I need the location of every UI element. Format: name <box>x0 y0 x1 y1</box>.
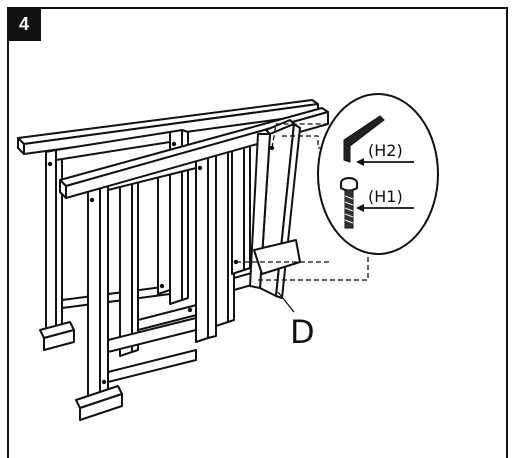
bolt-label: (H1) <box>368 187 403 206</box>
back-frame <box>39 129 189 351</box>
hex-key-icon <box>343 115 385 163</box>
front-frame <box>75 145 217 421</box>
hex-key-label: (H2) <box>368 141 403 160</box>
step-number-badge: 4 <box>7 7 41 41</box>
bolt-icon <box>340 177 358 229</box>
part-d-leader <box>277 291 295 313</box>
instruction-panel-frame <box>7 7 508 458</box>
dowel-holes <box>47 141 275 385</box>
hardware-callout: (H2) (H1) <box>317 93 439 255</box>
side-panel-d <box>249 119 301 299</box>
label-arrows <box>356 158 414 212</box>
part-d-label: D <box>290 313 315 351</box>
